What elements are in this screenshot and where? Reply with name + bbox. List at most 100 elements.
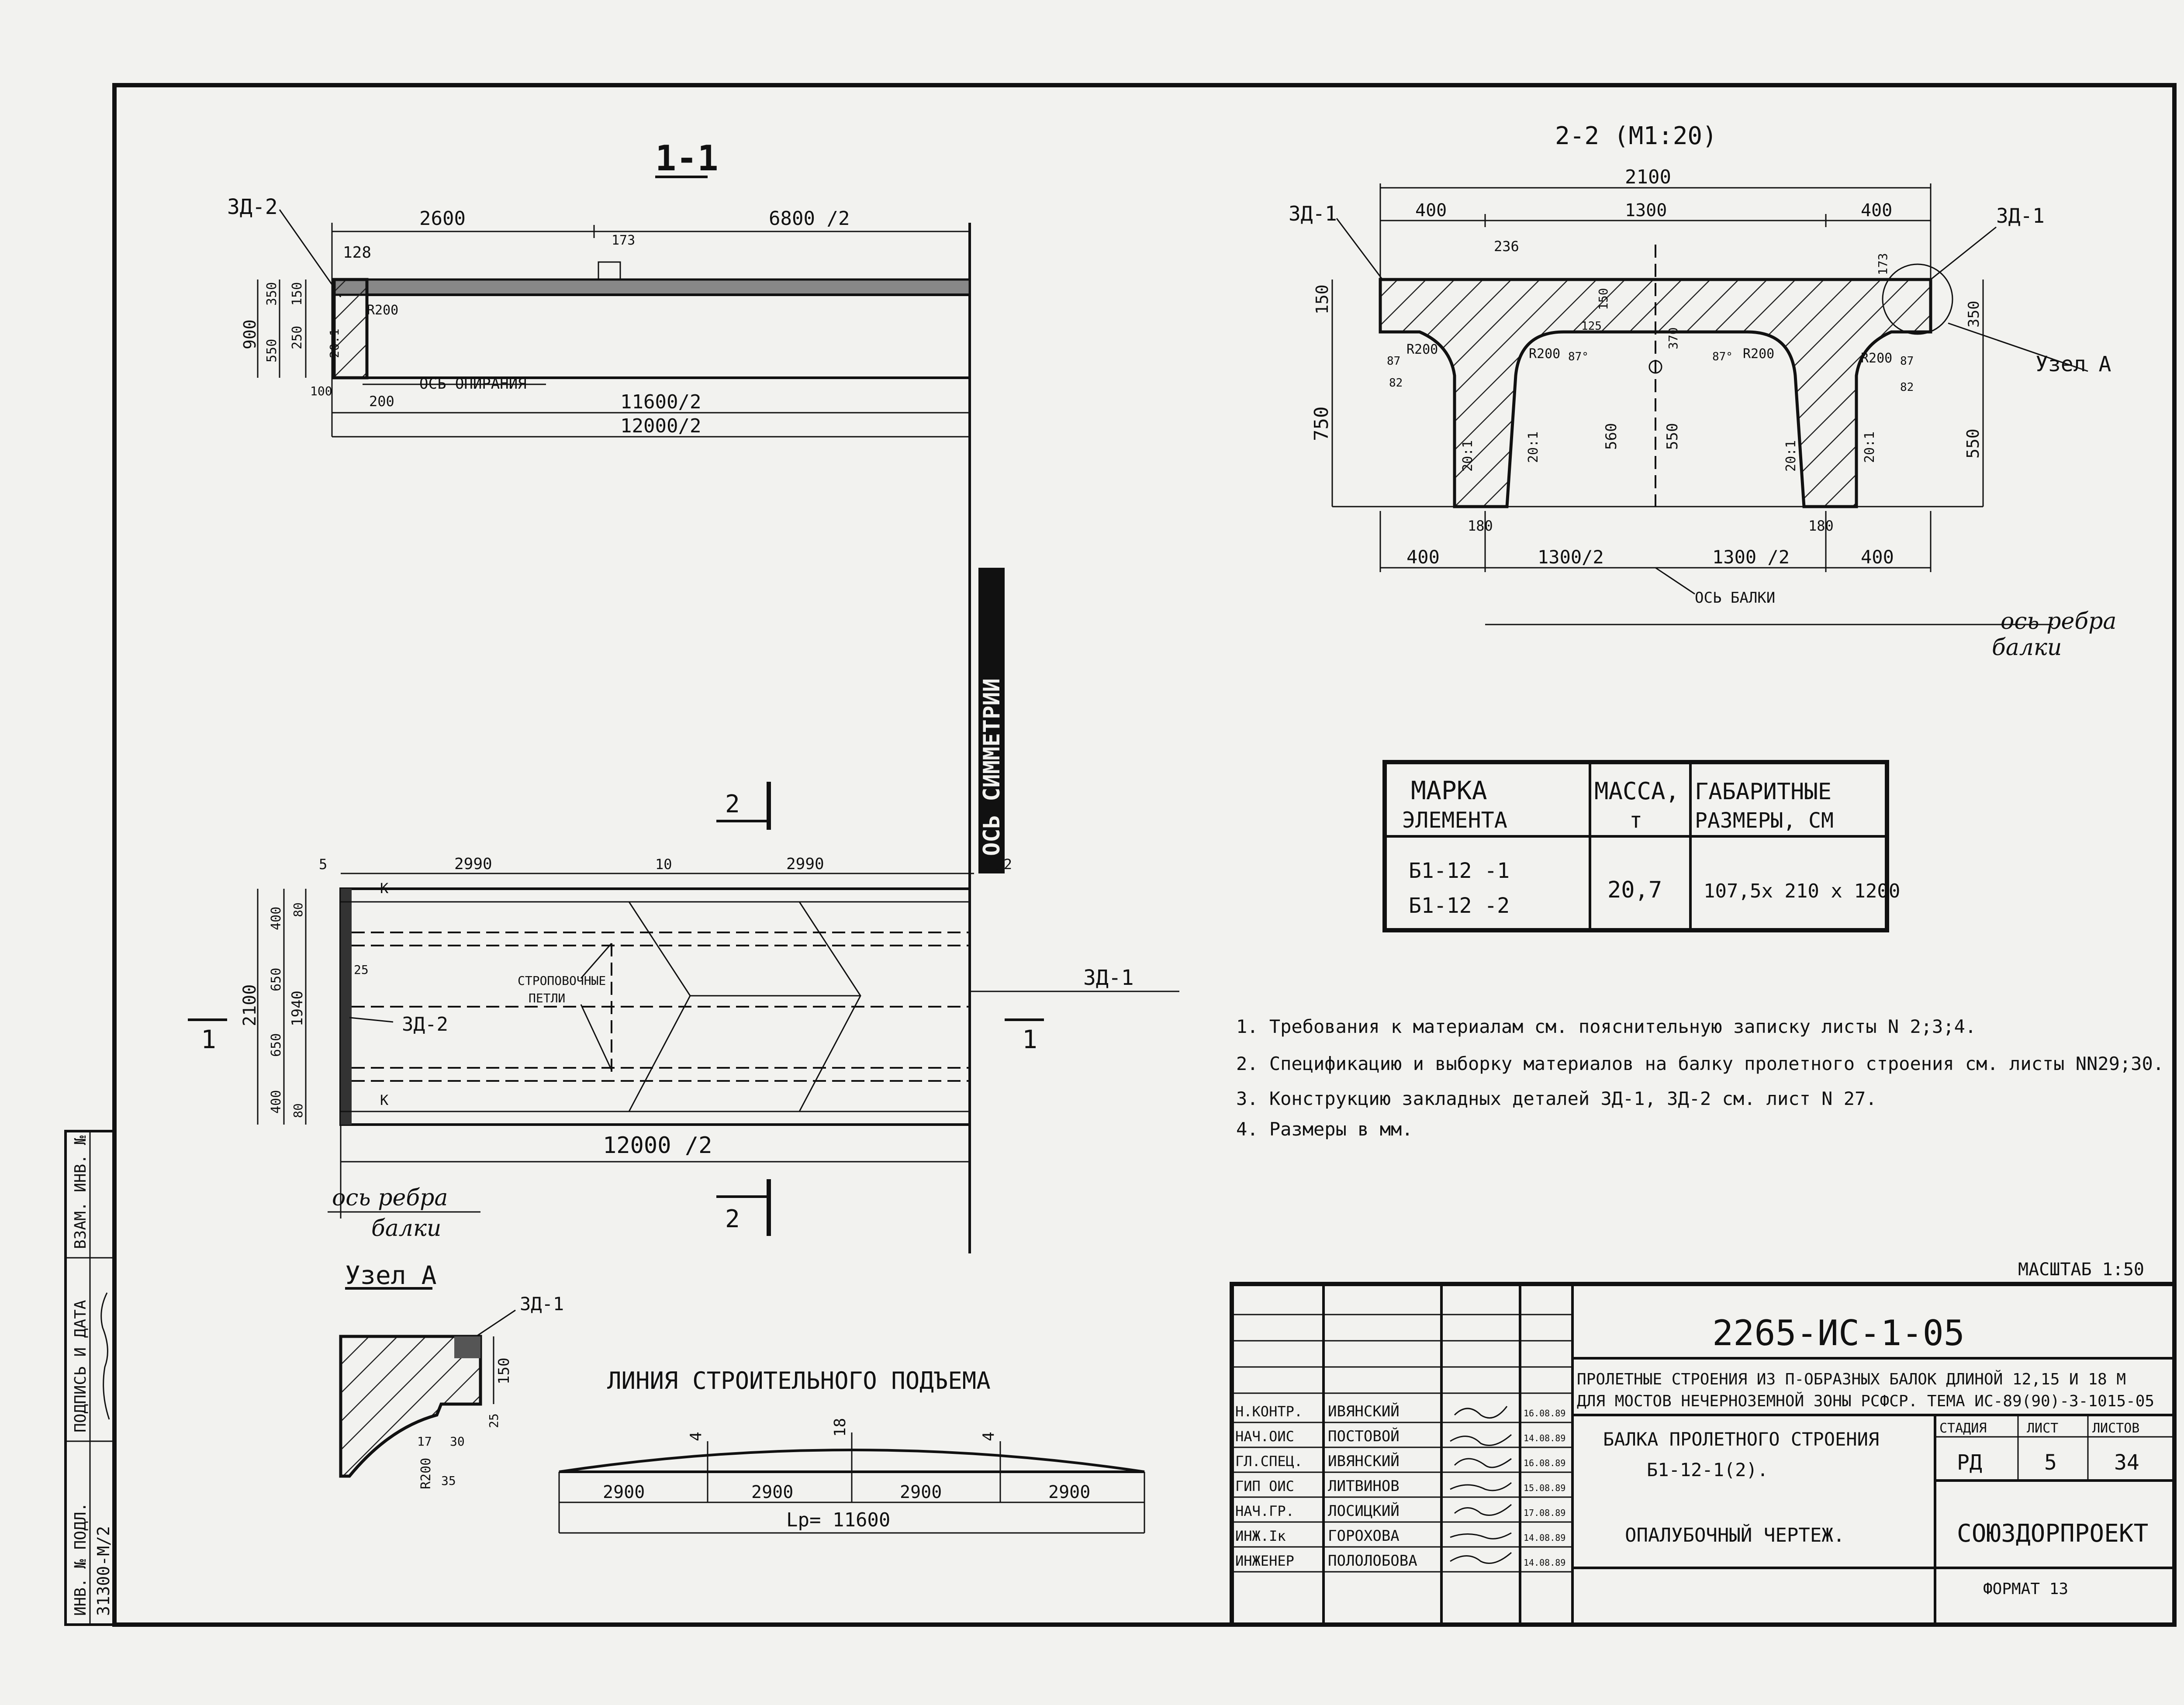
dim-82-a: 82 bbox=[1389, 376, 1403, 390]
section-1-1: 1-1 ЗД-2 2600 6800 /2 128 173 900 350 55… bbox=[227, 138, 971, 1253]
dim-10-2: 10/2 bbox=[978, 856, 1012, 873]
signature-role: ИНЖ.Iк bbox=[1235, 1528, 1286, 1544]
r200-a: R200 bbox=[1406, 342, 1438, 357]
dim-12000: 12000/2 bbox=[620, 415, 701, 437]
dim-1300: 1300 bbox=[1625, 200, 1667, 221]
note-2: 2. Спецификацию и выборку материалов на … bbox=[1236, 1053, 2164, 1074]
spec-h-mass-1: МАССА, bbox=[1594, 777, 1679, 805]
note-1: 1. Требования к материалам см. пояснител… bbox=[1236, 1016, 1976, 1037]
title-sheets: 34 bbox=[2114, 1450, 2139, 1475]
plan-dim-80-top: 80 bbox=[291, 902, 305, 917]
dim-bottom-400-left: 400 bbox=[1406, 546, 1440, 568]
plan-dim-12000: 12000 /2 bbox=[603, 1132, 712, 1159]
plan-dim-400-bot: 400 bbox=[269, 1090, 284, 1114]
rib-axis-label-1: ось ребра bbox=[2001, 608, 2116, 635]
plan-section-mark-top: 2 bbox=[725, 790, 740, 818]
dim-150-mid: 150 bbox=[1596, 288, 1610, 310]
signature-name: ЛИТВИНОВ bbox=[1328, 1477, 1400, 1495]
title-code: 2265-ИС-1-05 bbox=[1712, 1313, 1965, 1353]
plan-section-1-left: 1 bbox=[201, 1025, 216, 1054]
title-format: ФОРМАТ 13 bbox=[1983, 1580, 2068, 1598]
lifting-loops-2: ПЕТЛИ bbox=[529, 991, 565, 1005]
plan-k-bot: К bbox=[380, 1092, 389, 1108]
signature-name: ГОРОХОВА bbox=[1328, 1527, 1400, 1545]
callout-zd1-right: ЗД-1 bbox=[1996, 204, 2045, 228]
dim-900: 900 bbox=[240, 319, 259, 349]
note-4: 4. Размеры в мм. bbox=[1236, 1118, 1413, 1140]
dim-87-a: 87 bbox=[1387, 355, 1400, 368]
dim-5: 5 bbox=[319, 856, 327, 873]
note-3: 3. Конструкцию закладных деталей ЗД-1, З… bbox=[1236, 1088, 1877, 1109]
spec-table: МАРКА ЭЛЕМЕНТА МАССА, т ГАБАРИТНЫЕ РАЗМЕ… bbox=[1382, 760, 1900, 932]
symmetry-axis-label-bg bbox=[978, 568, 1005, 873]
dim-bottom-1300-left: 1300/2 bbox=[1538, 546, 1604, 568]
sheet-frame bbox=[112, 83, 2177, 1627]
lifting-loops-1: СТРОПОВОЧНЫЕ bbox=[518, 973, 606, 988]
camber-seg-1: 2900 bbox=[603, 1482, 645, 1502]
signature-name: ИВЯНСКИЙ bbox=[1328, 1402, 1400, 1420]
pi-section-shape bbox=[1379, 278, 1932, 508]
title-project-2: ДЛЯ МОСТОВ НЕЧЕРНОЗЕМНОЙ ЗОНЫ РСФСР. ТЕМ… bbox=[1577, 1392, 2154, 1410]
signature-role: Н.КОНТР. bbox=[1235, 1403, 1303, 1420]
dim-150-left: 150 bbox=[1313, 284, 1332, 314]
spec-row-mark-2: Б1-12 -2 bbox=[1409, 894, 1510, 918]
slope-c: 20:1 bbox=[1783, 440, 1799, 472]
signature-role: НАЧ.ГР. bbox=[1235, 1503, 1294, 1519]
dim-2100-section: 2100 bbox=[1625, 166, 1671, 188]
dim-550: 550 bbox=[264, 339, 280, 362]
slope-a: 20:1 bbox=[1460, 440, 1476, 472]
camber-line: ЛИНИЯ СТРОИТЕЛЬНОГО ПОДЪЕМА 4 18 4 2900 … bbox=[558, 1367, 1145, 1534]
signature-date: 14.08.89 bbox=[1524, 1532, 1565, 1543]
stamp-inv-repl: ВЗАМ. ИНВ. № bbox=[72, 1136, 90, 1249]
title-sheet-label: ЛИСТ bbox=[2027, 1421, 2058, 1436]
plan-dim-25: 25 bbox=[354, 963, 369, 977]
spec-row-mass: 20,7 bbox=[1607, 877, 1662, 903]
dim-11600: 11600/2 bbox=[620, 391, 701, 413]
dim-236: 236 bbox=[1494, 238, 1519, 255]
dim-350: 350 bbox=[264, 282, 280, 306]
node-a-dim-25: 25 bbox=[487, 1413, 501, 1428]
spec-h-size-1: ГАБАРИТНЫЕ bbox=[1695, 779, 1832, 805]
dim-180-a: 180 bbox=[1468, 518, 1493, 534]
signature-role: ГЛ.СПЕЦ. bbox=[1235, 1453, 1303, 1470]
dim-560: 560 bbox=[1603, 423, 1620, 450]
section-2-2-title: 2-2 (М1:20) bbox=[1555, 122, 1717, 150]
camber-seg-3: 2900 bbox=[900, 1482, 942, 1502]
node-a-detail: Узел А ЗД-1 150 25 17 30 35 R200 bbox=[339, 1260, 564, 1489]
node-a-r200: R200 bbox=[418, 1458, 434, 1489]
symmetry-axis-label: ОСЬ СИММЕТРИИ bbox=[979, 678, 1005, 856]
signature-date: 15.08.89 bbox=[1524, 1483, 1565, 1493]
r200-section: R200 bbox=[367, 303, 398, 318]
dim-400-right: 400 bbox=[1861, 200, 1892, 221]
plan-k-top: К bbox=[380, 880, 389, 897]
title-sheet-2: Б1-12-1(2). bbox=[1647, 1459, 1768, 1481]
plan-callout-zd2: ЗД-2 bbox=[402, 1013, 448, 1035]
callout-zd1-left: ЗД-1 bbox=[1289, 202, 1337, 225]
dim-550-right: 550 bbox=[1963, 428, 1983, 459]
title-sheets-label: ЛИСТОВ bbox=[2092, 1421, 2139, 1436]
stamp-signature bbox=[100, 1292, 110, 1420]
dim-180-b: 180 bbox=[1808, 518, 1834, 534]
dim-87-c: 87° bbox=[1712, 350, 1733, 363]
slope-b: 20:1 bbox=[1526, 431, 1541, 463]
r200-c: R200 bbox=[1743, 346, 1774, 362]
slope-section: 20:1 bbox=[327, 329, 342, 358]
plan-section-1-right: 1 bbox=[1022, 1025, 1037, 1054]
signature-date: 14.08.89 bbox=[1524, 1557, 1565, 1568]
dim-173-section: 173 bbox=[1876, 253, 1890, 275]
support-axis: ОСЬ ОПИРАНИЯ bbox=[419, 375, 527, 393]
signature-name: ПОЛОЛОБОВА bbox=[1328, 1552, 1417, 1570]
title-block: 2265-ИС-1-05 ПРОЛЕТНЫЕ СТРОЕНИЯ ИЗ П-ОБР… bbox=[1230, 1282, 2177, 1627]
node-a-label: Узел А bbox=[2035, 352, 2111, 376]
plan-rib-axis-2: балки bbox=[371, 1215, 441, 1242]
dim-bottom-400-right: 400 bbox=[1861, 546, 1894, 568]
dim-2600: 2600 bbox=[419, 207, 466, 230]
dim-370: 370 bbox=[1666, 327, 1680, 349]
dim-400-left: 400 bbox=[1415, 200, 1447, 221]
plan-callout-zd1: ЗД-1 bbox=[1083, 966, 1134, 990]
plan-dim-650-top: 650 bbox=[269, 968, 284, 991]
signature-date: 14.08.89 bbox=[1524, 1433, 1565, 1443]
dim-350-right: 350 bbox=[1965, 301, 1983, 328]
stamp-inv-orig: ИНВ. № ПОДЛ. bbox=[72, 1502, 90, 1616]
